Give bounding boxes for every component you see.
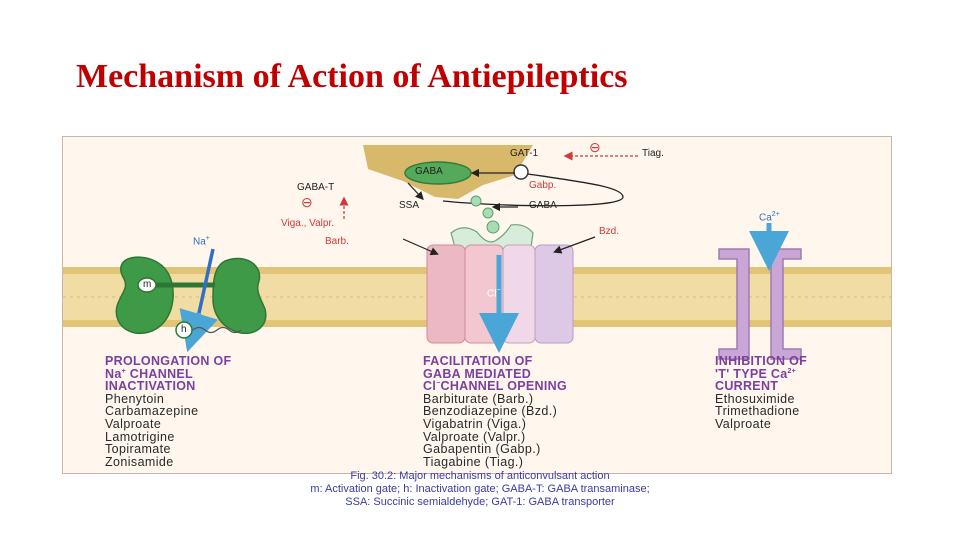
drug-item: Trimethadione (715, 404, 800, 419)
drug-item: Valproate (Valpr.) (423, 429, 526, 444)
gabapentin-label: Gabp. (529, 180, 557, 191)
calcium-ion-label: Ca2+ (759, 211, 780, 224)
h-gate (175, 321, 193, 339)
gaba-to-ssa-arrow (407, 182, 424, 201)
calcium-heading-line: 'T' TYPE Ca2+ (715, 366, 797, 381)
sodium-channel-right (212, 257, 267, 334)
chloride-channel-subunit (502, 244, 536, 344)
chloride-channel-subunit (534, 244, 574, 344)
drug-item: Gabapentin (Gabp.) (423, 442, 541, 457)
gaba-heading-line: FACILITATION OF (423, 354, 533, 368)
slide-title: Mechanism of Action of Antiepileptics (76, 58, 628, 95)
caption-line: m: Activation gate; h: Inactivation gate… (310, 483, 650, 495)
gabapentin-loop (442, 173, 624, 207)
drug-item: Tiagabine (Tiag.) (423, 454, 524, 469)
gaba-t-label: GABA-T (297, 182, 335, 193)
sodium-flow-arrow (197, 248, 215, 314)
mechanism-diagram (63, 145, 891, 360)
inhibit-tiagabine-icon: ⊖ (589, 139, 601, 155)
drug-item: Barbiturate (Barb.) (423, 391, 534, 406)
caption-line: SSA: Succinic semialdehyde; GAT-1: GABA … (345, 496, 615, 508)
gaba-molecule (470, 195, 482, 207)
drug-item: Valproate (105, 416, 162, 431)
sodium-heading-line: Na+ CHANNEL (105, 366, 193, 381)
gaba-heading-line: Cl−CHANNEL OPENING (423, 379, 568, 394)
h-gate-label: h (181, 324, 187, 335)
benzodiazepine-label: Bzd. (599, 226, 620, 237)
gat1-label: GAT-1 (510, 148, 539, 159)
drug-item: Lamotrigine (105, 429, 175, 444)
gaba-channel-column: FACILITATION OF GABA MEDIATED Cl−CHANNEL… (423, 355, 567, 468)
drug-item: Carbamazepine (105, 404, 199, 419)
sodium-heading-line: PROLONGATION OF (105, 354, 232, 368)
gaba-molecule (482, 207, 494, 219)
ssa-label: SSA (399, 200, 420, 211)
vigabatrin-valproate-label: Viga., Valpr. (281, 218, 334, 229)
drug-item: Topiramate (105, 442, 171, 457)
drug-item: Vigabatrin (Viga.) (423, 416, 527, 431)
tiagabine-label: Tiag. (642, 148, 664, 159)
drug-item: Benzodiazepine (Bzd.) (423, 404, 558, 419)
sodium-ion-label: Na+ (193, 235, 210, 248)
sodium-channel-column: PROLONGATION OF Na+ CHANNEL INACTIVATION… (105, 355, 232, 468)
m-gate-label: m (143, 279, 152, 290)
chloride-channel-subunit (426, 244, 466, 344)
sodium-heading-line: INACTIVATION (105, 379, 196, 394)
drug-item: Valproate (715, 416, 772, 431)
calcium-heading-line: INHIBITION OF (715, 354, 808, 368)
sodium-channel-left (115, 256, 174, 335)
calcium-channel-left (718, 248, 750, 360)
calcium-channel-right (770, 248, 802, 360)
calcium-heading-line: CURRENT (715, 379, 779, 394)
gaba-molecule (486, 220, 500, 234)
benzodiazepine-arrow (553, 236, 596, 254)
gaba-vesicle-label: GABA (415, 166, 443, 177)
inhibit-gaba-t-icon: ⊖ (301, 194, 313, 210)
h-gate-tether (192, 326, 242, 334)
chloride-ion-label: Cl− (487, 287, 501, 300)
drug-item: Phenytoin (105, 391, 165, 406)
drug-item: Zonisamide (105, 454, 174, 469)
gaba-cleft-label: GABA (529, 200, 557, 211)
barbiturate-arrow (402, 238, 439, 256)
caption-line: Fig. 30.2: Major mechanisms of anticonvu… (350, 470, 610, 482)
gat1-transporter-icon (513, 164, 529, 180)
calcium-channel-column: INHIBITION OF 'T' TYPE Ca2+ CURRENT Etho… (715, 355, 807, 431)
figure-caption: Fig. 30.2: Major mechanisms of anticonvu… (0, 471, 960, 510)
barbiturate-label: Barb. (325, 236, 349, 247)
mechanism-figure: GAT-1 Tiag. GABA GABA-T Gabp. SSA GABA V… (62, 136, 892, 474)
gaba-heading-line: GABA MEDIATED (423, 366, 532, 381)
drug-item: Ethosuximide (715, 391, 795, 406)
